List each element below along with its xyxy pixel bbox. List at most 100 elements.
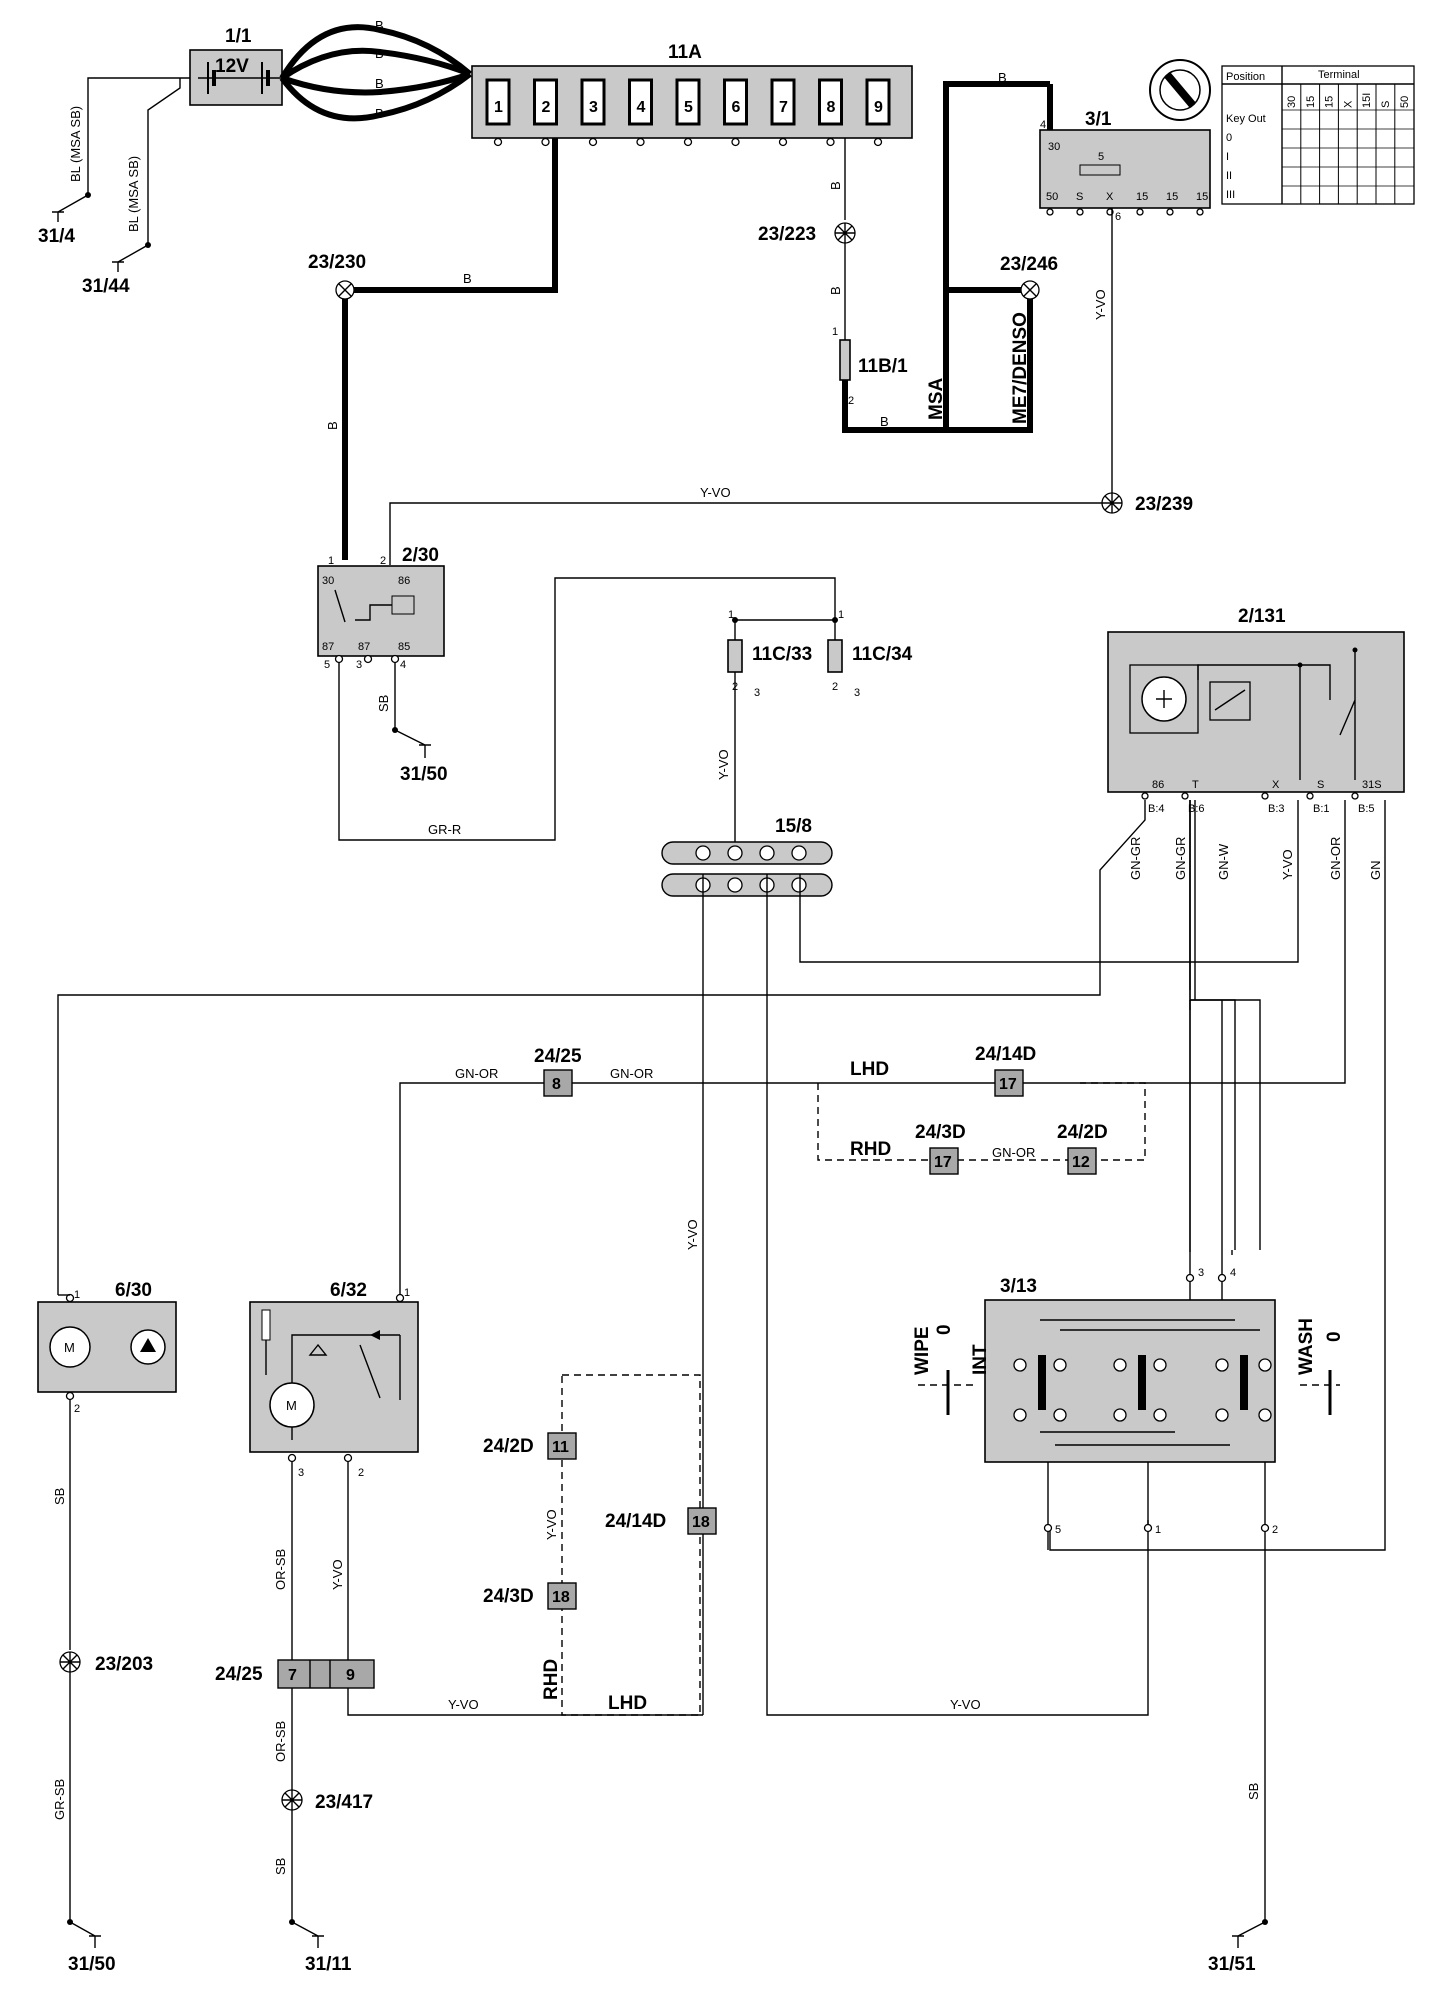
relay-2-30-id: 2/30 xyxy=(402,545,439,566)
control-pin-dot-1 xyxy=(1181,792,1189,800)
switch-zero-label-1: 0 xyxy=(934,1324,955,1335)
ground-31-50-b: 31/50 xyxy=(68,1954,116,1975)
svg-text:M: M xyxy=(64,1340,75,1355)
connector-24-14d-pin18: 18 24/14D xyxy=(605,1507,717,1535)
wire-label-b-3: B xyxy=(375,76,384,91)
svg-text:1: 1 xyxy=(728,609,734,621)
svg-text:1: 1 xyxy=(1155,1524,1161,1536)
svg-text:2: 2 xyxy=(848,395,854,407)
ignition-terminal-3: 15 xyxy=(1136,191,1148,203)
connector-24-25-lower-id: 24/25 xyxy=(215,1664,263,1685)
connector-15-8-pin-top-0 xyxy=(695,845,711,861)
fuse-8-label: 8 xyxy=(827,99,836,116)
switch-contact-2 xyxy=(1013,1408,1027,1422)
switch-contact-7 xyxy=(1153,1408,1167,1422)
fuse-4-pin xyxy=(636,137,645,147)
rhd-label-upper: RHD xyxy=(850,1139,891,1160)
wire-label-b-5: B xyxy=(463,271,472,286)
ignition-table-col-2: 15 xyxy=(1324,96,1336,108)
fuse-1-pin xyxy=(493,137,503,147)
wire-label-gnw: GN-W xyxy=(1216,843,1231,880)
fuse-5-label: 5 xyxy=(684,99,693,116)
wire-label-b-4: B xyxy=(375,106,384,121)
svg-text:4: 4 xyxy=(400,659,406,671)
motor-6-32: 6/32 M xyxy=(249,1280,419,1453)
wire-label-gngr-1: GN-GR xyxy=(1128,837,1143,880)
control-term-3: S xyxy=(1317,779,1324,791)
connector-15-8-pin-bot-3 xyxy=(791,877,807,893)
wire-label-b-2: B xyxy=(375,46,384,61)
connector-24-25-id: 24/25 xyxy=(534,1046,582,1067)
svg-text:18: 18 xyxy=(692,1514,710,1531)
control-term-1: T xyxy=(1192,779,1199,791)
svg-text:30: 30 xyxy=(1048,141,1060,153)
ignition-terminal-pin-1 xyxy=(1076,208,1084,216)
switch-contact-5 xyxy=(1153,1358,1167,1372)
svg-text:87: 87 xyxy=(322,641,334,653)
switch-wash-label: WASH xyxy=(1296,1318,1317,1375)
fuse-3-pin xyxy=(588,137,598,147)
svg-text:1: 1 xyxy=(328,555,334,567)
connector-15-8-pin-top-1 xyxy=(727,845,743,861)
svg-text:2: 2 xyxy=(358,1467,364,1479)
fuse-3-label: 3 xyxy=(589,99,598,116)
svg-text:87: 87 xyxy=(358,641,370,653)
wire-label-gngr-2: GN-GR xyxy=(1173,837,1188,880)
svg-text:1: 1 xyxy=(74,1289,80,1301)
wire-label-yvo-8: Y-VO xyxy=(448,1697,479,1712)
ignition-table-row-4: III xyxy=(1226,189,1235,201)
switch-contact-8 xyxy=(1215,1358,1229,1372)
wire-gn xyxy=(1049,800,1386,1551)
wire-label-orsb-1: OR-SB xyxy=(273,1549,288,1590)
fuse-5-pin xyxy=(683,137,693,147)
ignition-table-col-3: X xyxy=(1342,100,1354,108)
svg-text:1: 1 xyxy=(404,1287,410,1299)
wire-relay87-grr xyxy=(338,577,836,841)
ignition-terminal-pin-0 xyxy=(1046,208,1054,216)
svg-text:5: 5 xyxy=(1055,1524,1061,1536)
connector-24-2d-pin12: 12 24/2D xyxy=(1057,1122,1108,1175)
wire-fuse2-relay xyxy=(342,138,558,560)
fuse-2 xyxy=(533,78,558,126)
fuse-1 xyxy=(485,78,511,126)
fuse-5 xyxy=(675,78,701,126)
svg-text:18: 18 xyxy=(552,1589,570,1606)
wire-yvo-x xyxy=(799,800,1299,963)
wire-label-orsb-2: OR-SB xyxy=(273,1721,288,1762)
switch-contact-10 xyxy=(1215,1408,1229,1422)
svg-text:17: 17 xyxy=(999,1076,1017,1093)
fuse-7 xyxy=(770,78,796,126)
ignition-table-col-6: 50 xyxy=(1399,96,1411,108)
connector-15-8-id: 15/8 xyxy=(775,816,812,837)
wire-label-sb-3: SB xyxy=(273,1858,288,1875)
ignition-table-col-4: 15I xyxy=(1361,93,1373,108)
wire-label-bl-msa-1: BL (MSA SB) xyxy=(68,106,83,182)
wire-label-gn: GN xyxy=(1368,861,1383,881)
ignition-terminal-4: 15 xyxy=(1166,191,1178,203)
connector-15-8: 15/8 xyxy=(661,816,833,897)
svg-text:5: 5 xyxy=(324,659,330,671)
fuse-1-label: 1 xyxy=(494,99,503,116)
svg-text:3: 3 xyxy=(356,659,362,671)
connector-15-8-pin-top-3 xyxy=(791,845,807,861)
switch-contact-4 xyxy=(1113,1358,1127,1372)
fuse-9 xyxy=(865,78,891,126)
fuse-8-pin xyxy=(826,137,835,147)
svg-text:3: 3 xyxy=(754,687,760,699)
svg-text:2: 2 xyxy=(1272,1524,1278,1536)
control-pin-dot-3 xyxy=(1306,792,1314,800)
ignition-table-position: Position xyxy=(1226,71,1265,83)
wire-label-bl-msa-2: BL (MSA SB) xyxy=(126,156,141,232)
wire-yvo-bottom-lhd xyxy=(347,1688,703,1716)
wire-label-gnor-1: GN-OR xyxy=(1328,837,1343,880)
wire-battery-ground-2 xyxy=(147,78,181,245)
ignition-terminal-pin-4 xyxy=(1166,208,1174,216)
svg-text:17: 17 xyxy=(934,1154,952,1171)
svg-text:5: 5 xyxy=(1098,151,1104,163)
battery-1-1: 12V 1/1 xyxy=(189,26,283,106)
bundle-battery-fusebox: B B B B xyxy=(279,18,472,122)
ignition-terminal-pin-5 xyxy=(1196,208,1204,216)
